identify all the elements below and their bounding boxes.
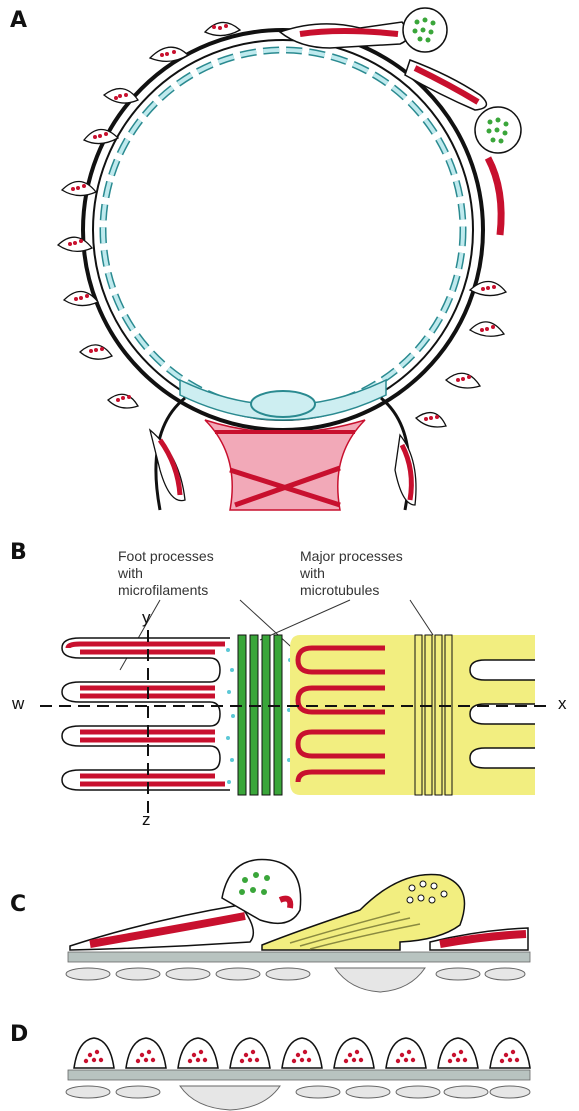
right-foot-process-fingers xyxy=(470,660,535,768)
axis-label-z: z xyxy=(142,810,151,830)
axis-label-x: x xyxy=(558,694,567,714)
endothelial-nucleus xyxy=(251,391,315,417)
axis-label-y: y xyxy=(142,608,151,628)
axis-label-w: w xyxy=(12,694,24,714)
left-foot-process-fingers xyxy=(62,638,230,790)
basement-membrane-d xyxy=(68,1070,530,1080)
panel-c: C xyxy=(0,850,579,1000)
panel-d: D xyxy=(0,1000,579,1111)
panel-b-filtration-slit-diagram xyxy=(0,520,579,850)
endothelium-d xyxy=(66,1086,530,1110)
panel-d-cross-section-diagram xyxy=(0,1000,579,1111)
slit-diaphragm-dots xyxy=(226,648,295,784)
basement-membrane-c xyxy=(68,952,530,962)
microtubule-bundle xyxy=(238,635,282,795)
capillary-wall-inner xyxy=(93,40,473,420)
left-foot-process-microfilaments xyxy=(68,644,225,784)
capillary-wall-outer xyxy=(83,30,483,430)
panel-b: B Foot processes with microfilaments Maj… xyxy=(0,520,579,850)
endothelium-c xyxy=(66,968,525,992)
panel-c-cross-section-diagram xyxy=(0,850,579,1000)
panel-a-glomerular-capillary-diagram xyxy=(0,0,579,520)
panel-a: A xyxy=(0,0,579,520)
